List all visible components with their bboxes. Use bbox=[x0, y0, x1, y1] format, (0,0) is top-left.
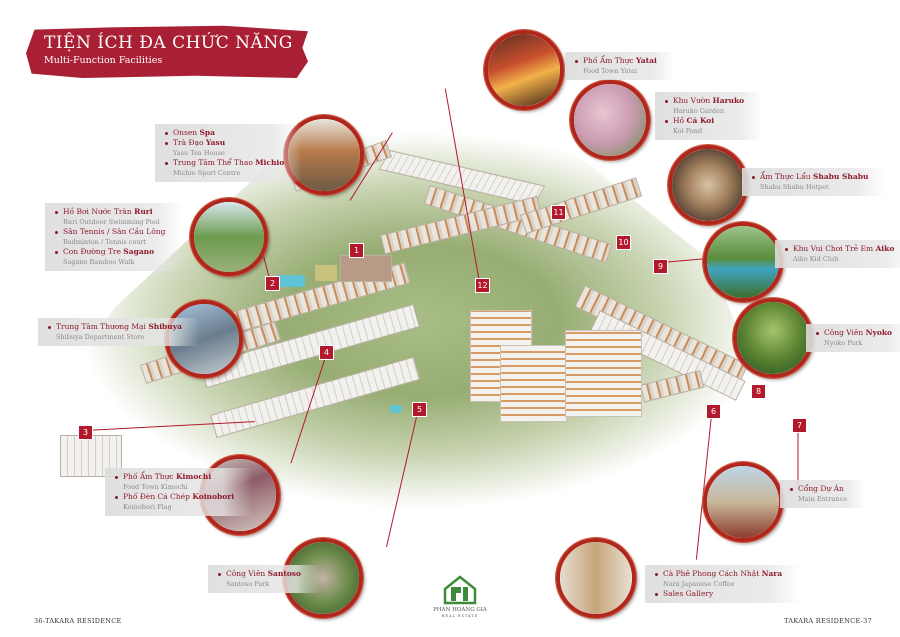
page-subtitle: Multi-Function Facilities bbox=[44, 55, 163, 66]
map-marker-4[interactable]: 4 bbox=[319, 345, 334, 360]
map-marker-11[interactable]: 11 bbox=[551, 205, 566, 220]
photo-santoso bbox=[283, 538, 363, 618]
map-marker-6[interactable]: 6 bbox=[706, 404, 721, 419]
label-aiko: Khu Vui Chơi Trẻ Em Aiko Aiko Kid Club bbox=[775, 240, 900, 268]
clubhouse bbox=[340, 255, 392, 282]
phan-hoang-gia-logo bbox=[443, 575, 477, 605]
label-entrance: Cổng Dự Án Main Entrance bbox=[780, 480, 866, 508]
map-marker-3[interactable]: 3 bbox=[78, 425, 93, 440]
map-marker-12[interactable]: 12 bbox=[475, 278, 490, 293]
map-marker-1[interactable]: 1 bbox=[349, 243, 364, 258]
photo-ruri bbox=[190, 198, 268, 276]
photo-aiko bbox=[703, 222, 783, 302]
footer-left-page: 36-TAKARA RESIDENCE bbox=[34, 617, 122, 625]
apartment-tower bbox=[565, 330, 642, 417]
label-santoso: Công Viên Santoso Santoso Park bbox=[208, 565, 320, 593]
logo-tagline: REAL ESTATE bbox=[441, 614, 479, 618]
photo-haruko bbox=[570, 80, 650, 160]
label-shibuya: Trung Tâm Thương Mại Shibuya Shibuya Dep… bbox=[38, 318, 200, 346]
label-nyoko: Công Viên Nyoko Nyoko Park bbox=[806, 324, 900, 352]
map-marker-7[interactable]: 7 bbox=[792, 418, 807, 433]
label-kimochi: Phố Ẩm Thực Kimochi Food Town Kimochi Ph… bbox=[105, 468, 253, 516]
label-haruko: Khu Vườn Haruko Haruko Garden Hồ Cá Koi … bbox=[655, 92, 763, 140]
page-title: TIỆN ÍCH ĐA CHỨC NĂNG bbox=[44, 33, 293, 53]
leader-line bbox=[797, 425, 799, 486]
apartment-tower bbox=[500, 345, 567, 422]
photo-yatai bbox=[484, 30, 564, 110]
map-marker-5[interactable]: 5 bbox=[412, 402, 427, 417]
tennis-court bbox=[315, 265, 337, 281]
map-marker-2[interactable]: 2 bbox=[265, 276, 280, 291]
label-onsen: Onsen Spa Trà Đạo Yasu Yasu Tea House Tr… bbox=[155, 124, 303, 182]
pool bbox=[275, 275, 305, 287]
label-nara: Cà Phê Phong Cách Nhật Nara Nara Japanes… bbox=[645, 565, 801, 603]
house-logo-icon bbox=[443, 575, 477, 605]
title-banner bbox=[26, 25, 308, 78]
footer-right-page: TAKARA RESIDENCE-37 bbox=[784, 617, 872, 625]
photo-entrance bbox=[703, 462, 783, 542]
pool bbox=[390, 405, 402, 413]
label-yatai: Phố Ẩm Thực Yatai Food Town Yatai bbox=[565, 52, 675, 80]
logo-name: PHAN HOÀNG GIA bbox=[433, 607, 487, 613]
photo-nyoko bbox=[733, 298, 813, 378]
photo-nara bbox=[556, 538, 636, 618]
label-ruri: Hồ Bơi Nước Tràn Ruri Ruri Outdoor Swimm… bbox=[45, 203, 184, 271]
label-shabu: Ẩm Thực Lẩu Shabu Shabu Shabu Shabu Hotp… bbox=[742, 168, 887, 196]
map-marker-9[interactable]: 9 bbox=[653, 259, 668, 274]
photo-shabu bbox=[668, 145, 748, 225]
map-marker-8[interactable]: 8 bbox=[751, 384, 766, 399]
map-marker-10[interactable]: 10 bbox=[616, 235, 631, 250]
